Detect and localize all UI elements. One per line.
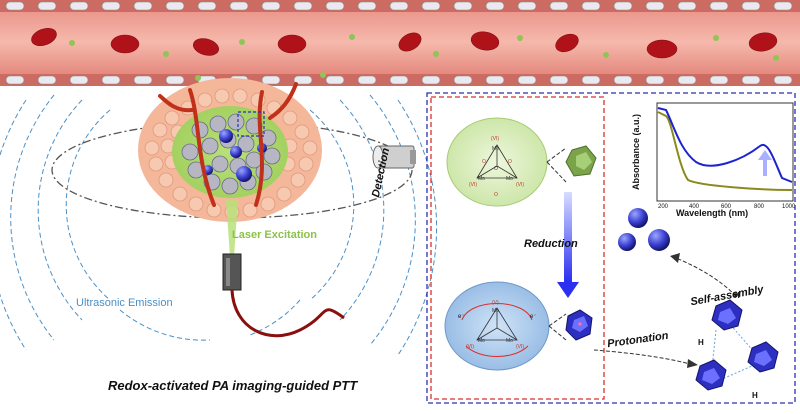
assembled-spheres <box>618 208 670 251</box>
oxygen-4: O <box>494 192 498 198</box>
mo-atom-right: Mo <box>506 176 513 182</box>
ox-state-left-reduced: (VI) <box>466 344 474 350</box>
molecule-labels: (VI) (VI) (VI) Mo Mo Mo O O O O (V) (VI)… <box>458 136 758 400</box>
x-tick-3: 600 <box>721 204 732 210</box>
zoom-box <box>237 111 265 137</box>
mo-atom-top: Mo <box>492 146 499 152</box>
x-tick-1: 200 <box>658 204 669 210</box>
mo-atom-left: Mo <box>478 176 485 182</box>
nanoparticles-in-vessel <box>69 34 779 81</box>
inset-y-axis-label: Absorbance (a.u.) <box>631 113 641 190</box>
detector-icon <box>372 145 416 169</box>
mo-atom-right-reduced: Mo <box>506 338 513 344</box>
mo-atom-top-reduced: Mo <box>492 308 499 314</box>
oxygen-1: O <box>482 159 486 165</box>
reduction-arrow <box>557 192 579 298</box>
molecule-reduced <box>444 281 593 371</box>
electron-right: e⁻ <box>530 314 537 320</box>
laser-excitation-label: Laser Excitation <box>232 229 317 241</box>
blood-vessel <box>0 0 800 86</box>
oxygen-2: O <box>508 159 512 165</box>
h-label-2: H <box>698 338 704 347</box>
mo-cluster-green-icon <box>565 145 597 177</box>
oxygen-3: O <box>494 166 498 172</box>
vessel-wall-bottom <box>5 75 793 85</box>
ox-state-top-reduced: (V) <box>492 300 499 306</box>
mo-cluster-blue-icon <box>565 309 593 341</box>
molecule-oxidized <box>446 117 597 207</box>
mo-atom-left-reduced: Mo <box>478 338 485 344</box>
red-blood-cells <box>31 28 778 59</box>
reduction-label: Reduction <box>524 238 578 250</box>
laser-source <box>222 200 345 338</box>
absorbance-inset-chart <box>656 102 794 202</box>
protonated-cluster-ring <box>695 299 779 391</box>
x-tick-4: 800 <box>754 204 765 210</box>
electron-left: e⁻ <box>458 314 465 320</box>
ultrasonic-emission-label: Ultrasonic Emission <box>76 297 173 309</box>
tumor-tissue <box>138 78 322 222</box>
ox-state-right: (VI) <box>516 182 524 188</box>
ox-state-left: (VI) <box>469 182 477 188</box>
figure-caption: Redox-activated PA imaging-guided PTT <box>108 378 358 393</box>
ox-state-right-reduced: (VI) <box>516 344 524 350</box>
protonation-arrow <box>593 349 691 365</box>
reaction-panel-blue <box>426 92 796 404</box>
inset-x-ticks: 200 400 600 800 1000 <box>658 204 796 210</box>
absorbance-curve-reduced <box>657 107 793 183</box>
h-label-3: H <box>752 391 758 400</box>
inset-x-axis-label: Wavelength (nm) <box>676 208 749 218</box>
tumor-blood-vessels <box>158 82 298 207</box>
ox-state-top: (VI) <box>491 136 499 142</box>
absorbance-curve-oxidized <box>657 111 793 191</box>
x-tick-2: 400 <box>689 204 700 210</box>
vessel-wall-top <box>5 1 793 11</box>
reaction-panel-red <box>430 96 605 400</box>
x-tick-5: 1000 <box>782 204 796 210</box>
h-label-1: H <box>734 291 740 300</box>
self-assembly-arrow <box>675 257 737 297</box>
